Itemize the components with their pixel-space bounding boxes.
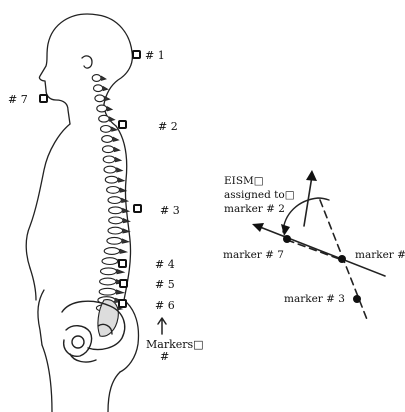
vertebra-process <box>114 147 120 152</box>
vertebra-process <box>115 157 121 162</box>
marker-5-label: # 5 <box>155 278 175 291</box>
marker-3: # 3 <box>133 204 180 217</box>
marker-4: # 4 <box>118 258 175 271</box>
eism-label-line3: marker # 2 <box>224 203 285 215</box>
up-arrow-icon <box>158 318 166 334</box>
marker-right-inset-label: marker # <box>355 249 405 261</box>
vertebra-process <box>116 168 122 173</box>
vertebra-body <box>102 136 113 143</box>
vector-arrowhead-icon <box>306 170 317 181</box>
vertebra-process <box>123 218 130 223</box>
marker-3-point <box>353 295 361 303</box>
markers-caption-line1: Markers□ <box>146 338 204 351</box>
vertebra-body <box>97 105 107 112</box>
marker-2-label: # 2 <box>158 120 178 133</box>
marker-7-point <box>283 235 291 243</box>
vertebra-body <box>94 85 103 92</box>
vertebra-body <box>107 237 122 244</box>
vertebra-process <box>103 86 108 91</box>
vertebra-process <box>107 107 112 112</box>
vertebra-body <box>99 115 109 122</box>
vertebra-process <box>121 198 128 203</box>
eism-label-line2: assigned to□ <box>224 189 295 201</box>
markers-caption: Markers□ # <box>146 318 204 363</box>
vertebra-process <box>120 249 127 254</box>
vertebra-body <box>102 258 118 265</box>
vertebra-body <box>92 75 101 82</box>
vertebra-process <box>113 137 119 142</box>
vertebra-body <box>108 227 123 234</box>
vertebra-body <box>104 248 119 255</box>
vertebra-body <box>105 176 118 183</box>
vertebra-process <box>117 269 125 274</box>
vertebra-process <box>111 127 117 131</box>
marker-1: # 1 <box>132 49 165 62</box>
vertebra-process <box>118 178 124 183</box>
vertebra-process <box>116 290 124 295</box>
marker-right-point <box>338 255 346 263</box>
dashed-link-line <box>287 240 342 260</box>
marker-3-inset-label: marker # 3 <box>284 293 345 305</box>
vertebra-process <box>122 208 129 213</box>
marker-7: # 7 <box>8 93 48 106</box>
vertebra-process <box>105 96 110 101</box>
vertebra-body <box>103 156 115 163</box>
vertebra-body <box>109 207 123 214</box>
vertebra-process <box>109 117 115 122</box>
vertebra-body <box>104 166 116 173</box>
arc-arrowhead-icon <box>281 224 290 236</box>
eism-label-line1: EISM□ <box>224 175 264 187</box>
vertebra-body <box>109 217 123 224</box>
inset-diagram: EISM□ assigned to□ marker # 2 marker # 7… <box>223 170 405 322</box>
marker-1-label: # 1 <box>145 49 165 62</box>
marker-2: # 2 <box>118 120 178 133</box>
markers-caption-line2: # <box>160 350 169 363</box>
vertebra-body <box>103 146 114 153</box>
vertebra-body <box>100 278 116 285</box>
vertebra-body <box>95 95 105 102</box>
vertebra-process <box>122 239 129 244</box>
vertebra-body <box>101 268 117 275</box>
marker-5: # 5 <box>119 278 175 291</box>
body-silhouette <box>26 14 138 412</box>
marker-6-label: # 6 <box>155 299 175 312</box>
marker-6: # 6 <box>118 299 175 312</box>
marker-4-label: # 4 <box>155 258 175 271</box>
marker-7-label: # 7 <box>8 93 28 106</box>
vertebra-body <box>101 125 112 132</box>
marker-3-label: # 3 <box>160 204 180 217</box>
vertebra-body <box>108 197 121 204</box>
vertebra-body <box>107 187 120 194</box>
vertebra-process <box>101 76 106 81</box>
vertebra-body <box>99 288 116 295</box>
marker-7-inset-label: marker # 7 <box>223 249 284 261</box>
